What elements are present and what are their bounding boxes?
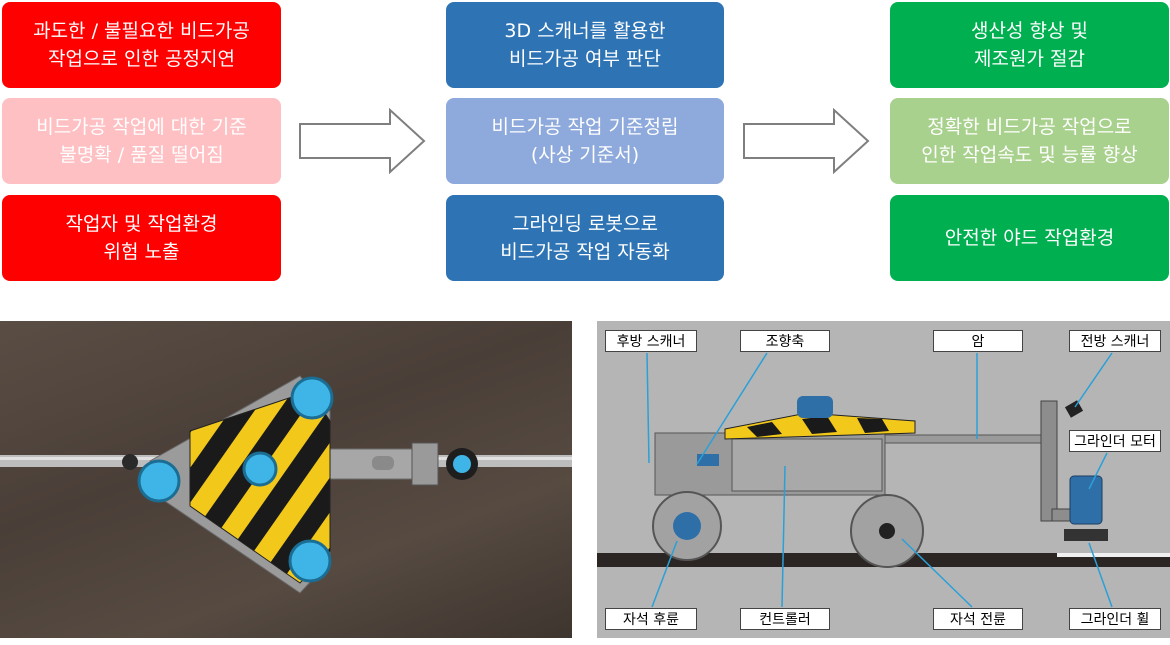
benefit-box-2: 정확한 비드가공 작업으로 인한 작업속도 및 능률 향상 [890, 98, 1169, 184]
solution-box-2: 비드가공 작업 기준정립 (사상 기준서) [446, 98, 724, 184]
flow-arrow-right-icon [743, 108, 870, 174]
label-magnetic-rear-wheel: 자석 후륜 [605, 608, 697, 630]
label-controller: 컨트롤러 [740, 608, 830, 630]
problem-box-2: 비드가공 작업에 대한 기준 불명확 / 품질 떨어짐 [2, 98, 281, 184]
label-steering-axis: 조향축 [740, 330, 830, 352]
label-front-scanner: 전방 스캐너 [1069, 330, 1161, 352]
problem-box-1: 과도한 / 불필요한 비드가공 작업으로 인한 공정지연 [2, 2, 281, 88]
robot-side-view-diagram: 후방 스캐너 조향축 암 전방 스캐너 그라인더 모터 자석 후륜 컨트롤러 자… [597, 321, 1170, 638]
robot-top-view-image [0, 321, 572, 638]
benefit-box-3: 안전한 야드 작업환경 [890, 195, 1169, 281]
label-arm: 암 [933, 330, 1023, 352]
label-grinder-motor: 그라인더 모터 [1069, 430, 1161, 452]
solution-box-1: 3D 스캐너를 활용한 비드가공 여부 판단 [446, 2, 724, 88]
benefit-box-1: 생산성 향상 및 제조원가 절감 [890, 2, 1169, 88]
flow-arrow-right-icon [299, 108, 426, 174]
solution-box-3: 그라인딩 로봇으로 비드가공 작업 자동화 [446, 195, 724, 281]
label-rear-scanner: 후방 스캐너 [605, 330, 697, 352]
label-grinder-wheel: 그라인더 휠 [1069, 608, 1161, 630]
label-magnetic-front-wheel: 자석 전륜 [933, 608, 1023, 630]
problem-box-3: 작업자 및 작업환경 위험 노출 [2, 195, 281, 281]
